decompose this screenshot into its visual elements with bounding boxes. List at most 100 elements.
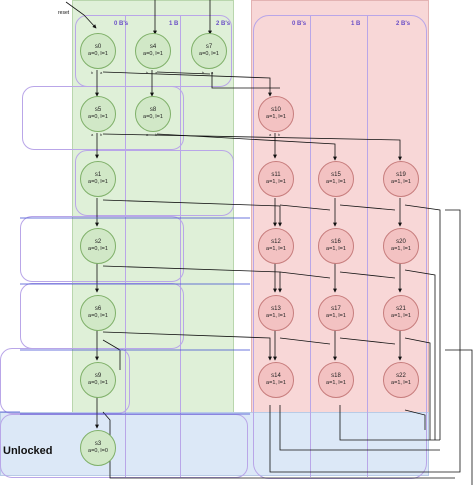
state-name: s14 (271, 373, 281, 380)
purple-group-box-row2 (75, 150, 234, 216)
state-s8: s8 a=0, l=1 (135, 96, 171, 132)
state-values: a=1, l=1 (266, 179, 286, 186)
red-column-divider-2 (367, 15, 368, 477)
port-label-b: b (155, 132, 158, 137)
state-s22: s22 a=1, l=1 (383, 362, 419, 398)
port-label-b: b (91, 70, 94, 75)
green-col-label-0: 0 B's (114, 21, 129, 27)
green-column-divider-1 (125, 15, 126, 477)
reset-label: reset (58, 10, 70, 16)
purple-group-box-row5 (0, 348, 130, 414)
state-name: s5 (94, 107, 102, 114)
state-values: a=0, l=1 (88, 246, 108, 253)
state-values: a=0, l=0 (88, 448, 108, 455)
state-values: a=0, l=1 (88, 380, 108, 387)
state-values: a=0, l=1 (199, 51, 219, 58)
state-name: s8 (149, 107, 157, 114)
port-label-a: a (211, 70, 214, 75)
state-name: s12 (271, 239, 281, 246)
state-values: a=0, l=1 (143, 51, 163, 58)
purple-group-box-red (253, 15, 427, 479)
state-s19: s19 a=1, l=1 (383, 161, 419, 197)
state-values: a=0, l=1 (88, 51, 108, 58)
state-values: a=1, l=1 (266, 246, 286, 253)
state-values: a=1, l=1 (266, 380, 286, 387)
green-column-divider-2 (180, 15, 181, 477)
state-values: a=1, l=1 (326, 179, 346, 186)
state-values: a=0, l=1 (88, 179, 108, 186)
purple-group-box-row3 (20, 216, 184, 282)
state-name: s2 (94, 239, 102, 246)
state-name: s17 (331, 306, 341, 313)
state-s6: s6 a=0, l=1 (80, 295, 116, 331)
zone-blue (0, 412, 429, 476)
state-values: a=1, l=1 (326, 246, 346, 253)
port-label-a: a (146, 132, 149, 137)
state-values: a=1, l=1 (391, 380, 411, 387)
state-name: s20 (396, 239, 406, 246)
state-s16: s16 a=1, l=1 (318, 228, 354, 264)
state-name: s21 (396, 306, 406, 313)
state-s20: s20 a=1, l=1 (383, 228, 419, 264)
state-s13: s13 a=1, l=1 (258, 295, 294, 331)
port-label-b: b (146, 70, 149, 75)
state-s21: s21 a=1, l=1 (383, 295, 419, 331)
zone-red (251, 0, 429, 414)
state-s12: s12 a=1, l=1 (258, 228, 294, 264)
state-name: s11 (271, 172, 281, 179)
purple-group-box-bottom (0, 414, 248, 478)
state-name: s7 (205, 44, 213, 51)
port-label-b: b (278, 132, 281, 137)
red-col-label-1: 1 B (351, 21, 361, 27)
state-name: s6 (94, 306, 102, 313)
state-values: a=1, l=1 (326, 313, 346, 320)
state-values: a=1, l=1 (391, 313, 411, 320)
state-name: s1 (94, 172, 102, 179)
state-name: s22 (396, 373, 406, 380)
red-col-label-2: 2 B's (396, 21, 411, 27)
state-values: a=1, l=1 (266, 313, 286, 320)
state-values: a=1, l=1 (391, 179, 411, 186)
state-values: a=0, l=1 (143, 114, 163, 121)
state-s1: s1 a=0, l=1 (80, 161, 116, 197)
state-name: s16 (331, 239, 341, 246)
state-s14: s14 a=1, l=1 (258, 362, 294, 398)
state-values: a=1, l=1 (326, 380, 346, 387)
state-s2: s2 a=0, l=1 (80, 228, 116, 264)
state-name: s18 (331, 373, 341, 380)
state-name: s15 (331, 172, 341, 179)
port-label-a: a (269, 132, 272, 137)
state-s4: s4 a=0, l=1 (135, 33, 171, 69)
red-column-divider-1 (310, 15, 311, 477)
state-s15: s15 a=1, l=1 (318, 161, 354, 197)
state-name: s10 (271, 107, 281, 114)
state-name: s3 (94, 441, 102, 448)
state-s10: s10 a=1, l=1 (258, 96, 294, 132)
port-label-b: b (202, 70, 205, 75)
state-values: a=0, l=1 (88, 114, 108, 121)
state-s18: s18 a=1, l=1 (318, 362, 354, 398)
state-s5: s5 a=0, l=1 (80, 96, 116, 132)
state-name: s19 (396, 172, 406, 179)
state-values: a=1, l=1 (266, 114, 286, 121)
port-label-a: a (155, 70, 158, 75)
port-label-a: a (91, 132, 94, 137)
state-values: a=0, l=1 (88, 313, 108, 320)
state-s3: s3 a=0, l=0 (80, 430, 116, 466)
state-s11: s11 a=1, l=1 (258, 161, 294, 197)
state-values: a=1, l=1 (391, 246, 411, 253)
port-label-b: b (100, 132, 103, 137)
state-name: s13 (271, 306, 281, 313)
state-s7: s7 a=0, l=1 (191, 33, 227, 69)
port-label-a: a (100, 70, 103, 75)
zone-green (72, 0, 234, 414)
green-col-label-2: 2 B's (216, 21, 231, 27)
red-col-label-0: 0 B's (292, 21, 307, 27)
state-s9: s9 a=0, l=1 (80, 362, 116, 398)
state-s0: s0 a=0, l=1 (80, 33, 116, 69)
green-col-label-1: 1 B (169, 21, 179, 27)
state-s17: s17 a=1, l=1 (318, 295, 354, 331)
purple-group-box-row1 (22, 86, 184, 150)
